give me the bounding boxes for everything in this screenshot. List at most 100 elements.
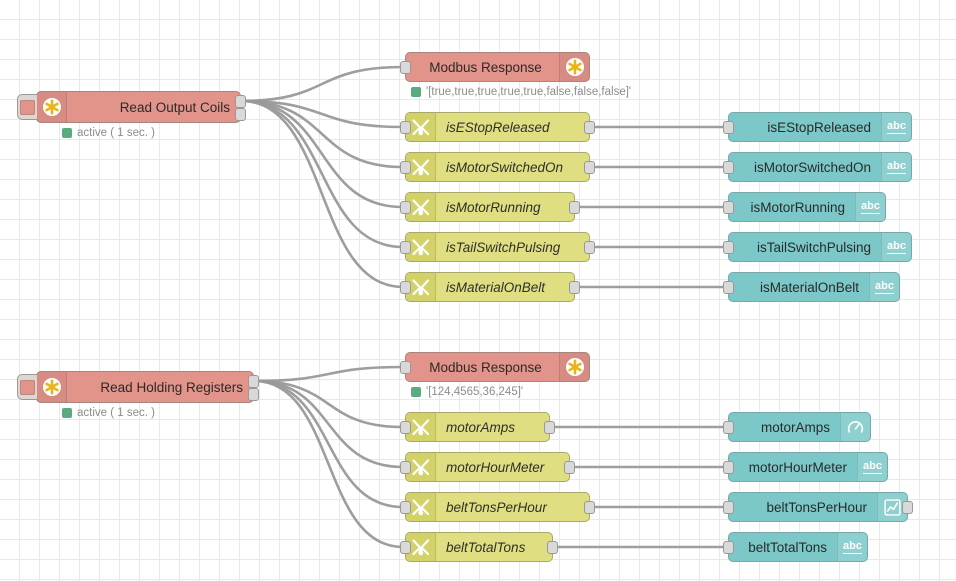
status-dot	[411, 387, 421, 397]
ui-node-registers-2[interactable]: beltTonsPerHour	[723, 492, 913, 522]
function-node-label: motorAmps	[446, 419, 516, 435]
function-node-registers-2[interactable]: beltTonsPerHour	[400, 492, 595, 522]
function-input-port[interactable]	[400, 281, 411, 294]
response-node-label: Modbus Response	[429, 59, 542, 75]
ui-output-port[interactable]	[902, 501, 913, 514]
function-node-label: isMotorRunning	[446, 199, 541, 215]
ui-node-label: isTailSwitchPulsing	[756, 239, 871, 255]
function-node-coils-0[interactable]: isEStopReleased	[400, 112, 595, 142]
response-status-coils: '[true,true,true,true,true,false,false,f…	[411, 86, 631, 98]
function-input-port[interactable]	[400, 501, 411, 514]
status-text: active ( 1 sec. )	[77, 127, 155, 139]
response-input-port[interactable]	[400, 361, 411, 374]
function-output-port[interactable]	[584, 241, 595, 254]
function-output-port[interactable]	[584, 161, 595, 174]
source-output-port-2[interactable]	[248, 388, 259, 401]
function-output-port[interactable]	[569, 201, 580, 214]
response-status-registers: '[124,4565,36,245]'	[411, 386, 523, 398]
ui-input-port[interactable]	[723, 121, 734, 134]
function-output-port[interactable]	[544, 421, 555, 434]
function-node-label: isMotorSwitchedOn	[446, 159, 564, 175]
switch-arrows-icon	[406, 193, 436, 221]
function-input-port[interactable]	[400, 241, 411, 254]
function-node-coils-3[interactable]: isTailSwitchPulsing	[400, 232, 595, 262]
switch-arrows-icon	[406, 233, 436, 261]
source-output-port-1[interactable]	[235, 95, 246, 108]
function-node-registers-1[interactable]: motorHourMeter	[400, 452, 575, 482]
source-node-coils[interactable]: Read Output Coils	[17, 91, 246, 123]
source-output-port-1[interactable]	[248, 375, 259, 388]
modbus-asterisk-icon	[559, 53, 589, 81]
ui-node-registers-1[interactable]: motorHourMeter abc	[723, 452, 888, 482]
response-node-registers[interactable]: Modbus Response	[400, 352, 590, 382]
inject-trigger-button[interactable]	[17, 374, 37, 400]
inject-trigger-button[interactable]	[17, 94, 37, 120]
switch-arrows-icon	[406, 153, 436, 181]
abc-text-icon: abc	[869, 273, 899, 301]
status-text: active ( 1 sec. )	[77, 407, 155, 419]
ui-node-label: motorHourMeter	[748, 459, 847, 475]
function-node-registers-0[interactable]: motorAmps	[400, 412, 555, 442]
response-node-label: Modbus Response	[429, 359, 542, 375]
inject-square-icon	[20, 99, 35, 115]
function-node-label: beltTotalTons	[446, 539, 526, 555]
function-node-label: isTailSwitchPulsing	[446, 239, 561, 255]
switch-arrows-icon	[406, 533, 436, 561]
function-node-label: motorHourMeter	[446, 459, 545, 475]
ui-node-label: beltTonsPerHour	[766, 499, 867, 515]
source-node-label: Read Holding Registers	[100, 379, 243, 395]
response-node-coils[interactable]: Modbus Response	[400, 52, 590, 82]
function-input-port[interactable]	[400, 541, 411, 554]
function-input-port[interactable]	[400, 421, 411, 434]
ui-node-registers-0[interactable]: motorAmps	[723, 412, 871, 442]
source-status-coils: active ( 1 sec. )	[62, 127, 155, 139]
function-input-port[interactable]	[400, 161, 411, 174]
modbus-asterisk-icon	[37, 372, 67, 402]
ui-input-port[interactable]	[723, 201, 734, 214]
function-node-coils-4[interactable]: isMaterialOnBelt	[400, 272, 580, 302]
function-input-port[interactable]	[400, 121, 411, 134]
ui-input-port[interactable]	[723, 241, 734, 254]
function-output-port[interactable]	[569, 281, 580, 294]
function-output-port[interactable]	[584, 501, 595, 514]
function-input-port[interactable]	[400, 461, 411, 474]
abc-text-icon: abc	[881, 113, 911, 141]
ui-input-port[interactable]	[723, 501, 734, 514]
abc-text-icon: abc	[837, 533, 867, 561]
gauge-icon	[840, 413, 870, 441]
function-output-port[interactable]	[564, 461, 575, 474]
function-node-registers-3[interactable]: beltTotalTons	[400, 532, 558, 562]
function-output-port[interactable]	[547, 541, 558, 554]
abc-text-icon: abc	[857, 453, 887, 481]
source-status-registers: active ( 1 sec. )	[62, 407, 155, 419]
function-node-label: isEStopReleased	[446, 119, 550, 135]
function-input-port[interactable]	[400, 201, 411, 214]
function-node-coils-1[interactable]: isMotorSwitchedOn	[400, 152, 595, 182]
function-node-coils-2[interactable]: isMotorRunning	[400, 192, 580, 222]
ui-node-label: motorAmps	[760, 419, 830, 435]
source-node-registers[interactable]: Read Holding Registers	[17, 371, 259, 403]
source-output-port-2[interactable]	[235, 108, 246, 121]
switch-arrows-icon	[406, 453, 436, 481]
inject-square-icon	[20, 379, 35, 395]
source-node-label: Read Output Coils	[119, 99, 230, 115]
ui-node-coils-3[interactable]: isTailSwitchPulsing abc	[723, 232, 912, 262]
switch-arrows-icon	[406, 413, 436, 441]
ui-input-port[interactable]	[723, 281, 734, 294]
abc-text-icon: abc	[881, 233, 911, 261]
ui-input-port[interactable]	[723, 161, 734, 174]
ui-input-port[interactable]	[723, 541, 734, 554]
ui-input-port[interactable]	[723, 461, 734, 474]
status-text: '[true,true,true,true,true,false,false,f…	[426, 86, 632, 98]
switch-arrows-icon	[406, 113, 436, 141]
modbus-asterisk-icon	[559, 353, 589, 381]
response-input-port[interactable]	[400, 61, 411, 74]
function-output-port[interactable]	[584, 121, 595, 134]
ui-input-port[interactable]	[723, 421, 734, 434]
